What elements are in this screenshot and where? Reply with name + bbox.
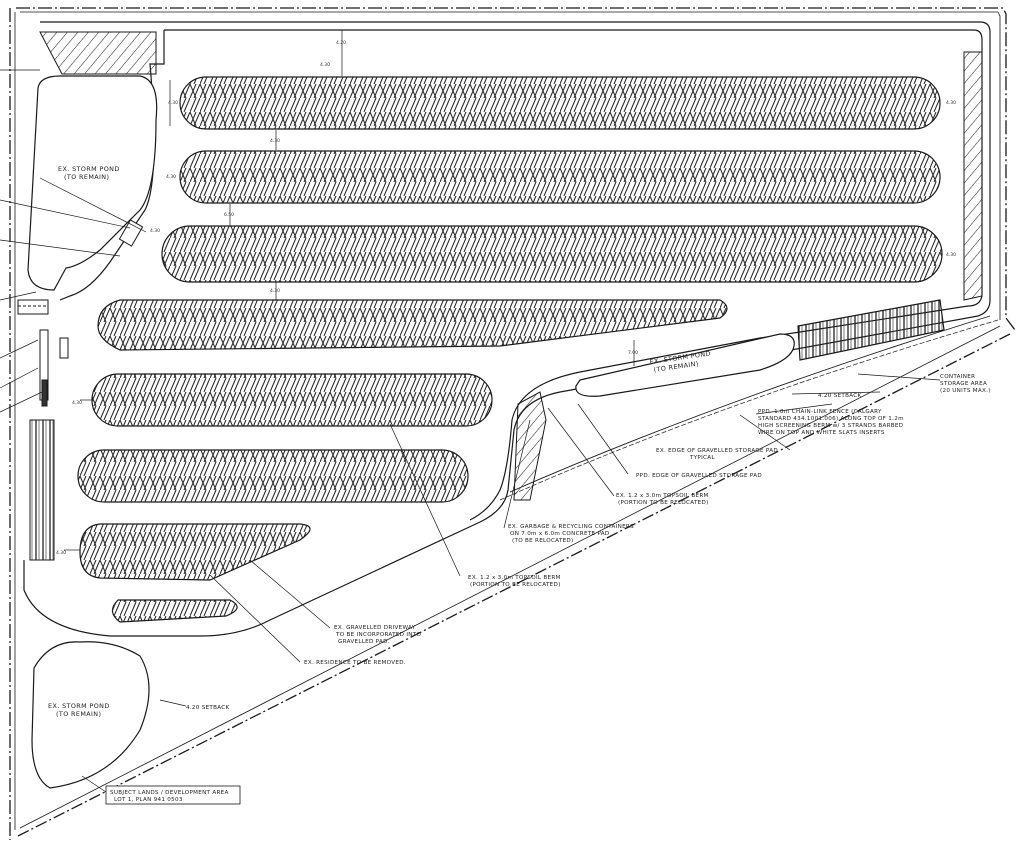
storm-ponds	[27, 75, 795, 789]
container-label-3: (20 UNITS MAX.)	[940, 388, 991, 394]
site-access	[17, 219, 144, 407]
dim-8: 4.30	[946, 252, 956, 258]
dim-3: 4.30	[168, 100, 178, 106]
garbage-label-1: EX. GARBAGE & RECYCLING CONTAINERS	[508, 524, 634, 530]
dim-5: 4.30	[270, 138, 280, 144]
berm-mid-label-2: (PORTION TO BE RELOCATED)	[470, 582, 561, 588]
dim-13: 4.30	[150, 228, 160, 234]
fence-label-4: WIRE ON TOP AND WHITE SLATS INSERTS	[758, 430, 885, 436]
setback-lower-label: 4.20 SETBACK	[186, 705, 230, 711]
storage-row-7	[79, 523, 311, 581]
berm-mid-label-1: EX. 1.2 x 3.0m TOPSOIL BERM	[468, 575, 561, 581]
storage-row-5	[91, 373, 493, 427]
container-label-1: CONTAINER	[940, 374, 975, 380]
container-label-2: STORAGE AREA	[940, 381, 987, 387]
storm-pond-label-lower-sub: (TO REMAIN)	[56, 710, 101, 718]
dim-12: 4.30	[56, 550, 66, 556]
dimension-markers	[64, 30, 635, 551]
property-boundary	[9, 7, 1016, 840]
storm-pond-center-right	[575, 333, 795, 397]
driveway-label-2: TO BE INCORPORATED INTO	[335, 632, 421, 638]
storage-row-3	[161, 225, 943, 283]
edge-gravel-label-1: EX. EDGE OF GRAVELLED STORAGE PAD	[656, 448, 778, 454]
dim-11: 4.30	[72, 400, 82, 406]
gravel-pad-outline	[23, 21, 999, 637]
driveway-label-1: EX. GRAVELLED DRIVEWAY	[334, 625, 416, 631]
subject-lands-label-2: LOT 1, PLAN 941 0503	[114, 797, 183, 803]
storage-row-6	[77, 449, 469, 503]
storage-row-1	[179, 76, 941, 130]
storm-pond-label-upper: EX. STORM POND	[58, 165, 120, 173]
storage-row-2	[179, 150, 941, 204]
fence-label-2: STANDARD 434.1001.006) ALONG TOP OF 1.2m	[758, 416, 904, 422]
ppd-edge-label: PPD. EDGE OF GRAVELLED STORAGE PAD	[636, 473, 762, 479]
berm-right-label-1: EX. 1.2 x 3.0m TOPSOIL BERM	[616, 493, 709, 499]
leader-lines	[0, 69, 941, 793]
storm-pond-label-lower: EX. STORM POND	[48, 702, 110, 710]
setback-right-label: 4.20 SETBACK	[818, 393, 862, 399]
residence-label: EX. RESIDENCE TO BE REMOVED.	[304, 660, 406, 666]
fence-label-1: PPD. 1.8m CHAIN-LINK FENCE (CALGARY	[758, 409, 882, 415]
perimeter-parking-bands	[29, 31, 983, 561]
storage-rows	[77, 76, 943, 623]
dim-6: 4.30	[166, 174, 176, 180]
subject-lands-label-1: SUBJECT LANDS / DEVELOPMENT AREA	[110, 790, 229, 796]
storm-pond-upper-left	[27, 75, 158, 291]
dim-4: 4.30	[946, 100, 956, 106]
dim-1: 4.20	[336, 40, 346, 46]
dim-2: 4.30	[320, 62, 330, 68]
garbage-label-3: (TO BE RELOCATED)	[512, 538, 574, 544]
driveway-label-3: GRAVELLED PAD.	[338, 639, 390, 645]
dim-9: 4.30	[270, 288, 280, 294]
storage-row-4	[97, 299, 728, 351]
garbage-label-2: ON 7.0m x 6.0m CONCRETE PAD	[510, 531, 610, 537]
container-storage-area	[797, 299, 945, 361]
dim-10: 7.00	[628, 350, 638, 356]
edge-gravel-label-2: TYPICAL	[689, 455, 715, 461]
fence-label-3: HIGH SCREENING BERM w/ 3 STRANDS BARBED	[758, 423, 903, 429]
dim-7: 6.50	[224, 212, 234, 218]
berm-right-label-2: (PORTION TO BE RELOCATED)	[618, 500, 709, 506]
storm-pond-label-upper-sub: (TO REMAIN)	[64, 173, 109, 181]
storm-pond-lower-left	[31, 641, 150, 789]
storage-row-8	[111, 599, 238, 623]
annotations: EX. STORM POND (TO REMAIN) EX. STORM PON…	[48, 40, 991, 805]
